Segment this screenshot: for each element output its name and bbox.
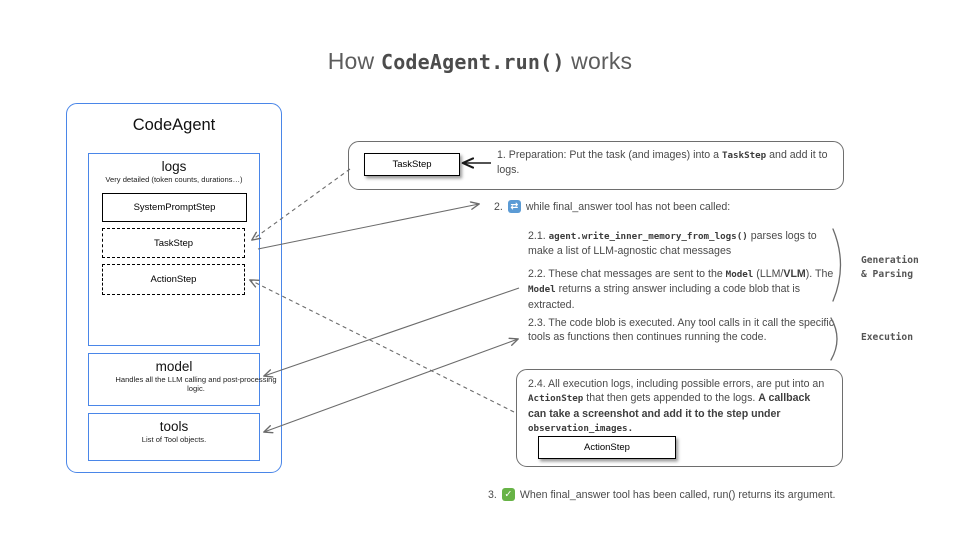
logs-title: logs (161, 159, 187, 174)
step2-code: final_answer tool (552, 200, 633, 213)
step2-2-bold: VLM (783, 267, 806, 280)
step2-2-code: Model (528, 284, 556, 296)
step1-code: TaskStep (721, 150, 767, 161)
title-suffix: works (564, 48, 633, 74)
tools-subtitle: List of Tool objects. (141, 435, 207, 444)
logs-box: logs Very detailed (token counts, durati… (88, 153, 260, 346)
step2-3-part: 2.3. The code blob is executed. Any tool… (528, 317, 835, 344)
title-prefix: How (327, 48, 381, 74)
step2-3-text: 2.3. The code blob is executed. Any tool… (528, 316, 846, 345)
step2-4-box: 2.4. All execution logs, including possi… (516, 369, 843, 467)
step2-4-code: ActionStep (528, 393, 584, 405)
step2-2-code: Model (725, 268, 754, 280)
taskstep-log-chip: TaskStep (102, 228, 245, 258)
model-title: model (155, 359, 193, 374)
step2-number: 2. (494, 200, 503, 213)
tools-title: tools (159, 419, 189, 434)
step3-part: tool has been called, (609, 488, 714, 501)
step1-part: 1. Preparation: Put the task (and images… (497, 149, 722, 161)
step2-1-part: 2.1. (528, 230, 549, 242)
arrow-logs-to-step2 (257, 204, 479, 250)
step2-2-part: ). The (805, 267, 834, 280)
step3-code: run() (713, 488, 736, 501)
actionstep-chip: ActionStep (538, 436, 676, 459)
step3-number: 3. (488, 488, 497, 501)
step2-sub-block: 2.1. agent.write_inner_memory_from_logs(… (528, 229, 836, 320)
step2-1-code: agent.write_inner_memory_from_logs() (548, 231, 748, 242)
check-icon: ✓ (501, 488, 515, 501)
step2-4-text: 2.4. All execution logs, including possi… (528, 377, 830, 437)
step2-1-text: 2.1. agent.write_inner_memory_from_logs(… (528, 229, 836, 259)
codeagent-title: CodeAgent (132, 116, 216, 134)
step1-part: and add it to logs. (497, 149, 828, 177)
step2-4-code: observation_images. (528, 423, 634, 435)
model-box: model Handles all the LLM calling and po… (88, 353, 277, 406)
step2-4-bold: A callback can take a screenshot and add… (528, 392, 811, 420)
step2-2-part: (LLM/ (753, 267, 784, 280)
step1-box: TaskStep (348, 141, 844, 190)
step2-line: 2. ⇄ while final_answer tool has not bee… (494, 200, 730, 213)
step2-part: has not been called: (632, 200, 731, 213)
title-code: CodeAgent.run() (380, 50, 565, 74)
step2-1-part: parses logs to make a list of LLM-agnost… (528, 230, 817, 258)
execution-label: Execution (861, 332, 913, 343)
step3-line: 3. ✓ When final_answer tool has been cal… (488, 488, 836, 501)
actionstep-log-chip: ActionStep (102, 264, 245, 295)
taskstep-chip: TaskStep (364, 153, 460, 176)
logs-subtitle: Very detailed (token counts, durations…) (105, 175, 243, 184)
step3-part: When (519, 488, 551, 501)
step2-4-part: that then gets appended to the logs. (583, 392, 759, 405)
step3-text: When final_answer tool has been called, … (520, 489, 836, 501)
tools-box: tools List of Tool objects. (88, 413, 260, 461)
generation-parsing-label: Generation & Parsing (861, 255, 919, 280)
step2-2-part: returns a string answer including a code… (528, 283, 801, 311)
model-subtitle: Handles all the LLM calling and post-pro… (115, 375, 277, 394)
codeagent-panel: CodeAgent logs Very detailed (token coun… (66, 103, 282, 473)
page-title: How CodeAgent.run() works (0, 48, 960, 75)
step3-part: returns its argument. (735, 488, 836, 501)
step3-code: final_answer (550, 488, 610, 501)
repeat-icon: ⇄ (507, 200, 521, 213)
step1-text: 1. Preparation: Put the task (and images… (497, 148, 841, 178)
step2-2-text: 2.2. These chat messages are sent to the… (528, 267, 836, 312)
arrow-step22-to-model (264, 287, 520, 376)
systemprompt-step-chip: SystemPromptStep (102, 193, 247, 222)
step2-4-part: 2.4. All execution logs, including possi… (528, 378, 825, 390)
step2-text: while final_answer tool has not been cal… (526, 201, 730, 213)
step2-2-part: 2.2. These chat messages are sent to the (528, 267, 726, 280)
step2-part: while (525, 200, 553, 213)
